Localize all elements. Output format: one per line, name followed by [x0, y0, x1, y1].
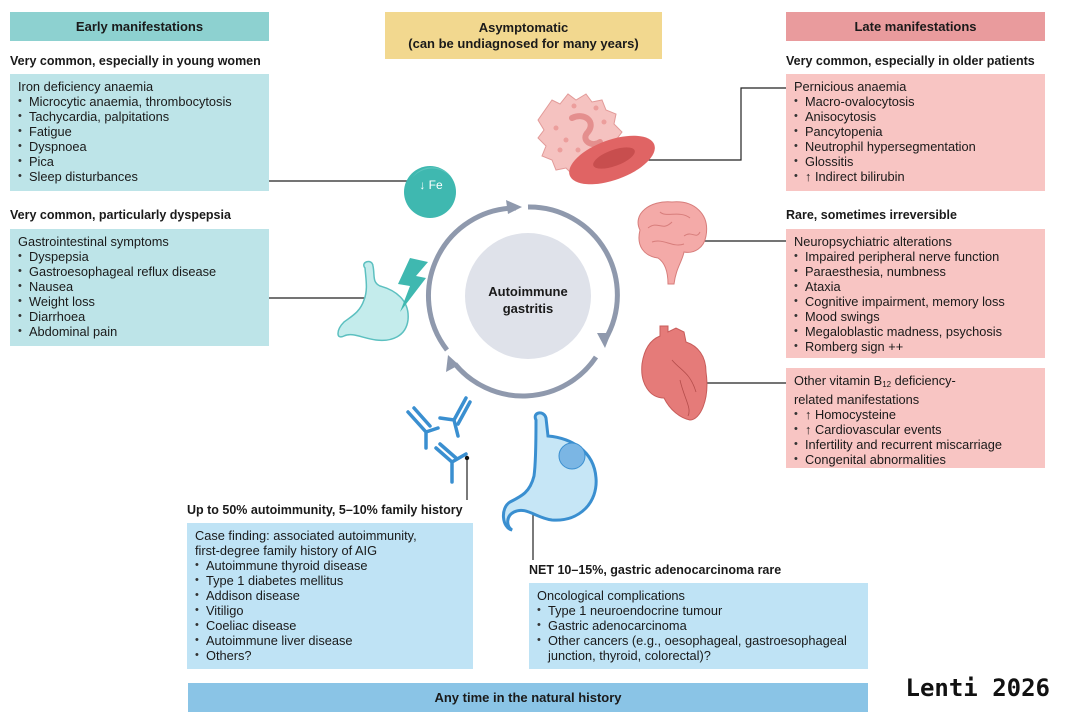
- autoimmunity-list: Autoimmune thyroid disease Type 1 diabet…: [195, 558, 465, 663]
- blood-cells-icon: [537, 93, 655, 185]
- pernicious-anaemia-box: Pernicious anaemia Macro-ovalocytosis An…: [786, 74, 1045, 191]
- list-item: Paraesthesia, numbness: [794, 264, 1037, 279]
- list-item: Fatigue: [18, 124, 261, 139]
- list-item: Dyspnoea: [18, 139, 261, 154]
- oncology-box-title: Oncological complications: [537, 588, 685, 603]
- list-item: Congenital abnormalities: [794, 452, 1037, 467]
- case-finding-title-line2: first-degree family history of AIG: [195, 543, 378, 558]
- iron-deficiency-box: Iron deficiency anaemia Microcytic anaem…: [10, 74, 269, 191]
- connector-lines: [269, 87, 786, 560]
- neuro-list: Impaired peripheral nerve function Parae…: [794, 249, 1037, 354]
- asymptomatic-header: Asymptomatic (can be undiagnosed for man…: [385, 12, 662, 59]
- stomach-lightning-icon: [337, 258, 428, 342]
- heart-icon: [641, 325, 708, 421]
- list-item: Others?: [195, 648, 465, 663]
- oncology-list: Type 1 neuroendocrine tumour Gastric ade…: [537, 603, 860, 663]
- center-label-line1: Autoimmune: [488, 284, 568, 299]
- neuro-box-title: Neuropsychiatric alterations: [794, 234, 952, 249]
- list-item: Cognitive impairment, memory loss: [794, 294, 1037, 309]
- list-item: Anisocytosis: [794, 109, 1037, 124]
- list-item: Tachycardia, palpitations: [18, 109, 261, 124]
- center-label-line2: gastritis: [502, 301, 554, 316]
- list-item: Coeliac disease: [195, 618, 465, 633]
- brain-icon: [637, 201, 708, 285]
- early-manifestations-header: Early manifestations: [10, 12, 269, 41]
- pernicious-subtitle: Very common, especially in older patient…: [786, 54, 1035, 68]
- any-time-bar: Any time in the natural history: [188, 683, 868, 712]
- neuropsychiatric-box: Neuropsychiatric alterations Impaired pe…: [786, 229, 1045, 358]
- gi-symptoms-box: Gastrointestinal symptoms Dyspepsia Gast…: [10, 229, 269, 346]
- b12-list: ↑ Homocysteine ↑ Cardiovascular events I…: [794, 407, 1037, 467]
- neuro-subtitle: Rare, sometimes irreversible: [786, 208, 957, 222]
- list-item: Mood swings: [794, 309, 1037, 324]
- b12-title-post: deficiency-: [891, 373, 956, 388]
- list-item: Addison disease: [195, 588, 465, 603]
- list-item: Vitiligo: [195, 603, 465, 618]
- asymptomatic-sublabel: (can be undiagnosed for many years): [408, 35, 639, 51]
- list-item: Microcytic anaemia, thrombocytosis: [18, 94, 261, 109]
- list-item: ↑ Cardiovascular events: [794, 422, 1037, 437]
- gi-list: Dyspepsia Gastroesophageal reflux diseas…: [18, 249, 261, 339]
- list-item: Impaired peripheral nerve function: [794, 249, 1037, 264]
- list-item: Pancytopenia: [794, 124, 1037, 139]
- list-item: Other cancers (e.g., oesophageal, gastro…: [537, 633, 860, 663]
- list-item: Ataxia: [794, 279, 1037, 294]
- pernicious-list: Macro-ovalocytosis Anisocytosis Pancytop…: [794, 94, 1037, 184]
- stomach-tumour-icon: [502, 411, 598, 532]
- list-item: Megaloblastic madness, psychosis: [794, 324, 1037, 339]
- b12-deficiency-box: Other vitamin B12 deficiency- related ma…: [786, 368, 1045, 468]
- b12-title-sub: 12: [882, 380, 892, 389]
- early-header-label: Early manifestations: [75, 18, 204, 34]
- iron-label: ↓ Fe: [419, 178, 443, 192]
- list-item: Weight loss: [18, 294, 261, 309]
- list-item: Type 1 diabetes mellitus: [195, 573, 465, 588]
- iron-pill-icon: [404, 166, 456, 218]
- iron-subtitle: Very common, especially in young women: [10, 54, 261, 68]
- b12-title-pre: Other vitamin B: [794, 373, 883, 388]
- b12-box-title-line2: related manifestations: [794, 392, 920, 407]
- list-item: Macro-ovalocytosis: [794, 94, 1037, 109]
- list-item: Glossitis: [794, 154, 1037, 169]
- oncology-subtitle: NET 10–15%, gastric adenocarcinoma rare: [529, 563, 782, 577]
- gi-box-title: Gastrointestinal symptoms: [18, 234, 169, 249]
- case-finding-box: Case finding: associated autoimmunity, f…: [187, 523, 473, 669]
- any-time-label: Any time in the natural history: [434, 690, 622, 705]
- autoimmunity-subtitle: Up to 50% autoimmunity, 5–10% family his…: [187, 503, 463, 517]
- list-item: Infertility and recurrent miscarriage: [794, 437, 1037, 452]
- oncological-complications-box: Oncological complications Type 1 neuroen…: [529, 583, 868, 669]
- antibodies-icon: [406, 396, 472, 484]
- b12-box-title: Other vitamin B12 deficiency-: [794, 373, 1037, 392]
- autoimmune-gastritis-label: Autoimmune gastritis: [478, 283, 578, 317]
- list-item: Romberg sign ++: [794, 339, 1037, 354]
- list-item: Nausea: [18, 279, 261, 294]
- list-item: Type 1 neuroendocrine tumour: [537, 603, 860, 618]
- asymptomatic-label: Asymptomatic: [478, 19, 569, 35]
- pernicious-box-title: Pernicious anaemia: [794, 79, 907, 94]
- iron-list: Microcytic anaemia, thrombocytosis Tachy…: [18, 94, 261, 184]
- list-item: Gastroesophageal reflux disease: [18, 264, 261, 279]
- case-finding-title-line1: Case finding: associated autoimmunity,: [195, 528, 417, 543]
- list-item: Dyspepsia: [18, 249, 261, 264]
- list-item: Gastric adenocarcinoma: [537, 618, 860, 633]
- list-item: Autoimmune liver disease: [195, 633, 465, 648]
- list-item: Pica: [18, 154, 261, 169]
- gi-subtitle: Very common, particularly dyspepsia: [10, 208, 231, 222]
- list-item: Diarrhoea: [18, 309, 261, 324]
- late-header-label: Late manifestations: [854, 18, 977, 34]
- iron-box-title: Iron deficiency anaemia: [18, 79, 154, 94]
- list-item: ↑ Indirect bilirubin: [794, 169, 1037, 184]
- list-item: Neutrophil hypersegmentation: [794, 139, 1037, 154]
- list-item: Sleep disturbances: [18, 169, 261, 184]
- list-item: Autoimmune thyroid disease: [195, 558, 465, 573]
- late-manifestations-header: Late manifestations: [786, 12, 1045, 41]
- list-item: ↑ Homocysteine: [794, 407, 1037, 422]
- list-item: Abdominal pain: [18, 324, 261, 339]
- connector-pernicious: [634, 87, 786, 161]
- credit-label: Lenti 2026: [905, 674, 1051, 702]
